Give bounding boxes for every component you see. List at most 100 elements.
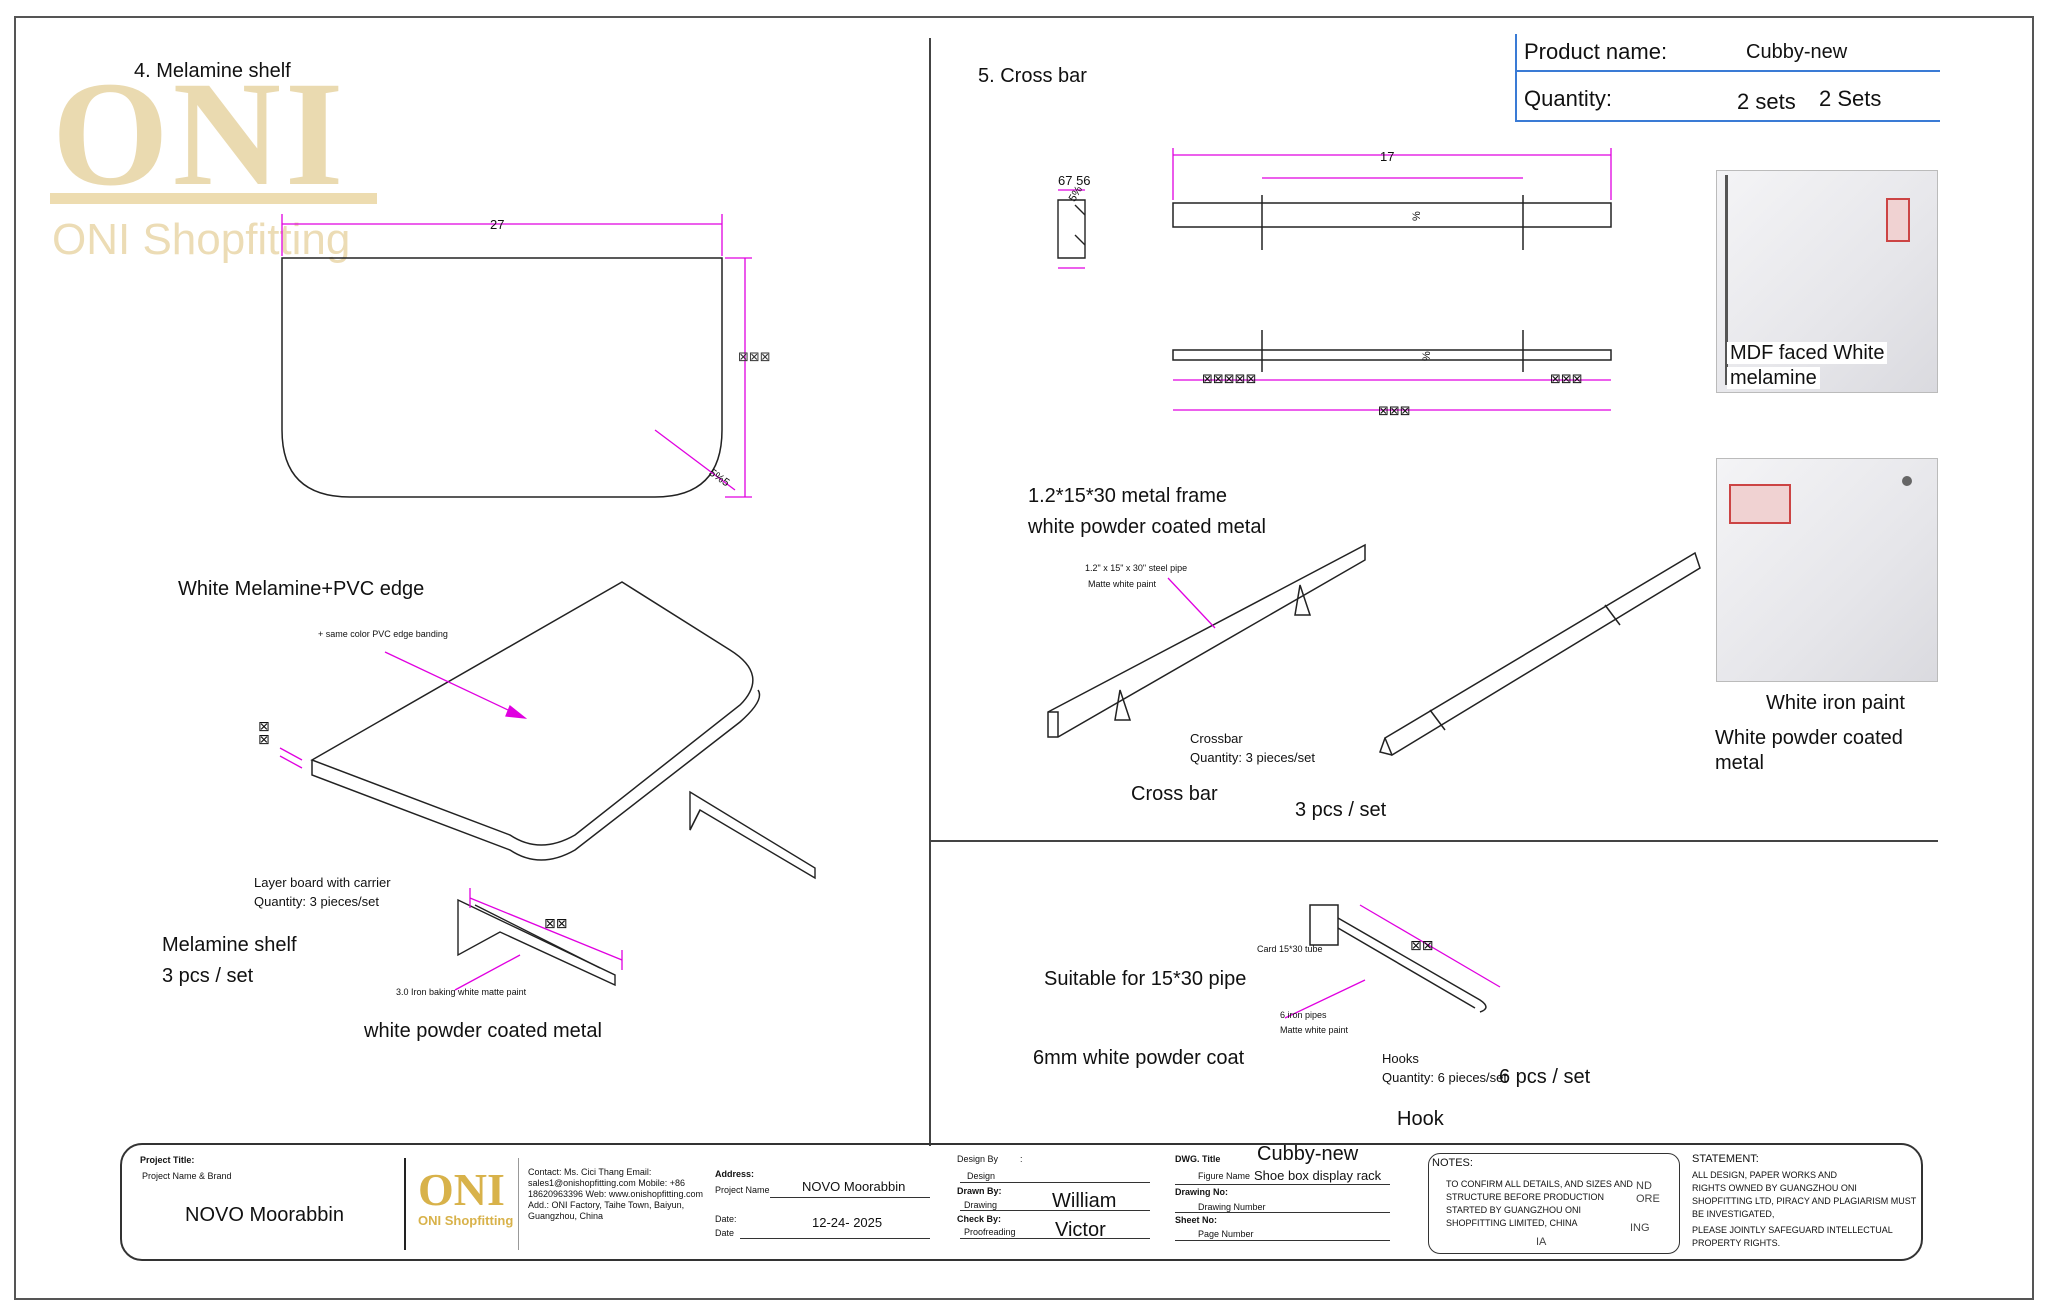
hook-qty: 6 pcs / set xyxy=(1499,1066,1591,1088)
card-tube-label: Card 15*30 tube xyxy=(1257,944,1323,954)
frame-spec: 1.2*15*30 metal frame xyxy=(1028,485,1228,507)
crossbar-qty: 3 pcs / set xyxy=(1295,799,1387,821)
drawing-number-label: Drawing Number xyxy=(1198,1202,1266,1212)
design-by-label: Design By xyxy=(957,1154,999,1164)
iron-pipes-2: Matte white paint xyxy=(1280,1025,1349,1035)
crossbar-profile xyxy=(1057,199,1086,259)
project-name-field-value: NOVO Moorabbin xyxy=(802,1179,906,1194)
title-block-divider-2 xyxy=(518,1158,519,1250)
photo-iron-finish-1: White powder coated xyxy=(1715,727,1903,749)
notes-ghost-3: ING xyxy=(1630,1222,1650,1234)
figure-name-value: Shoe box display rack xyxy=(1254,1168,1382,1183)
drawn-underline xyxy=(960,1210,1150,1211)
statement-line-1: ALL DESIGN, PAPER WORKS AND xyxy=(1692,1170,1838,1180)
check-by-label: Check By: xyxy=(957,1214,1002,1224)
dim-crossbar-pct-1: % xyxy=(1410,211,1423,221)
edge-callout-line xyxy=(279,651,528,769)
hooks-caption-1: Hooks xyxy=(1382,1051,1419,1066)
notes-line-3: STARTED BY GUANGZHOU ONI xyxy=(1446,1205,1582,1215)
crossbar-isometric-right xyxy=(1379,551,1701,757)
statement-line-5: PLEASE JOINTLY SAFEGUARD INTELLECTUAL xyxy=(1692,1225,1893,1235)
quantity-value-2: 2 Sets xyxy=(1819,86,1882,111)
dim-crossbar-b: ⊠⊠⊠ xyxy=(1550,371,1583,386)
hook-name: Hook xyxy=(1397,1108,1444,1130)
checked-by-value: Victor xyxy=(1055,1219,1106,1241)
statement-line-4: BE INVESTIGATED, xyxy=(1692,1209,1775,1219)
project-title-label: Project Title: xyxy=(140,1155,195,1165)
photo-mdf-edge xyxy=(1725,175,1728,385)
dim-crossbar-a: ⊠⊠⊠⊠⊠ xyxy=(1202,371,1257,386)
photo-iron-finish-2: metal xyxy=(1715,752,1764,774)
bracket-drawing-upper xyxy=(689,790,816,880)
layer-caption-1: Layer board with carrier xyxy=(254,875,391,890)
page-number-label: Page Number xyxy=(1198,1229,1254,1239)
project-name: NOVO Moorabbin xyxy=(185,1204,344,1226)
sheet-no-label: Sheet No: xyxy=(1175,1215,1218,1225)
dwg-title-value: Cubby-new xyxy=(1257,1143,1359,1165)
suitable-pipe: Suitable for 15*30 pipe xyxy=(1044,968,1247,990)
statement-line-3: SHOPFITTING LTD, PIRACY AND PLAGIARISM M… xyxy=(1692,1196,1917,1206)
drawing-no-underline xyxy=(1175,1212,1390,1213)
shelf-dimension-lines xyxy=(281,214,752,498)
crossbar-name: Cross bar xyxy=(1131,783,1218,805)
photo-iron-label: White iron paint xyxy=(1766,692,1905,714)
bracket-drawing-lower xyxy=(457,898,616,987)
crossbar-front-view xyxy=(1172,195,1612,372)
edge-banding-callout: + same color PVC edge banding xyxy=(318,629,448,639)
photo-iron-hole xyxy=(1902,476,1912,486)
photo-iron-tag xyxy=(1729,484,1791,524)
design-label: Design xyxy=(967,1171,996,1181)
hook-dimension xyxy=(1284,904,1501,1019)
photo-mdf-tag xyxy=(1886,198,1910,242)
drawn-by-label: Drawn By: xyxy=(957,1186,1002,1196)
sheet-underline xyxy=(1175,1240,1390,1241)
hook-dim: ⊠⊠ xyxy=(1410,937,1434,953)
title-block-logo: ONI xyxy=(418,1164,505,1215)
notes-ghost-1: ND xyxy=(1636,1180,1652,1192)
figure-underline xyxy=(1175,1184,1390,1185)
notes-box xyxy=(1428,1153,1680,1254)
crossbar-isometric-left xyxy=(1047,543,1366,738)
bracket-dimension xyxy=(454,888,623,991)
contact-line-3: 18620963396 Web: www.onishopfitting.com xyxy=(528,1189,703,1199)
pipe-callout-2: Matte white paint xyxy=(1088,579,1157,589)
notes-line-1: TO CONFIRM ALL DETAILS, AND SIZES AND xyxy=(1446,1179,1633,1189)
contact-line-2: sales1@onishopfitting.com Mobile: +86 xyxy=(528,1178,685,1188)
dim-crossbar-c: ⊠⊠⊠ xyxy=(1378,403,1411,418)
hooks-caption-2: Quantity: 6 pieces/set xyxy=(1382,1070,1508,1085)
iron-pipes-1: 6 iron pipes xyxy=(1280,1010,1327,1020)
notes-label: NOTES: xyxy=(1432,1157,1473,1169)
pipe-callout-line xyxy=(1167,577,1216,629)
date-label-1: Date: xyxy=(715,1214,737,1224)
material-label: White Melamine+PVC edge xyxy=(178,578,425,600)
statement-line-6: PROPERTY RIGHTS. xyxy=(1692,1238,1781,1248)
bracket-dim: ⊠⊠ xyxy=(544,915,568,931)
title-block-divider-1 xyxy=(404,1158,406,1250)
drawing-frame xyxy=(14,16,2034,1300)
address-label: Address: xyxy=(715,1169,755,1179)
dim-thickness: ⊠ ⊠ xyxy=(258,718,270,748)
quantity-label: Quantity: xyxy=(1524,86,1613,111)
dim-height: ⊠⊠⊠ xyxy=(738,349,771,364)
dim-crossbar-pct-2: % xyxy=(1420,351,1433,361)
product-name-label: Product name: xyxy=(1524,39,1668,64)
dwg-title-label: DWG. Title xyxy=(1175,1154,1221,1164)
project-name-field-label: Project Name xyxy=(715,1185,770,1195)
watermark-bar xyxy=(50,193,377,204)
figure-name-label: Figure Name xyxy=(1198,1171,1251,1181)
contact-line-5: Guangzhou, China xyxy=(528,1211,604,1221)
notes-ghost-2: ORE xyxy=(1636,1193,1660,1205)
dim-crossbar-length: 17 xyxy=(1380,149,1395,164)
melamine-shelf-name: Melamine shelf xyxy=(162,934,297,956)
shelf-top-view xyxy=(281,257,723,498)
photo-mdf-label-1: MDF faced White xyxy=(1727,342,1888,364)
proofreading-label: Proofreading xyxy=(964,1227,1016,1237)
section-title-melamine: 4. Melamine shelf xyxy=(134,60,291,82)
dim-crossbar-detail: 67 56 xyxy=(1058,173,1091,188)
horizontal-divider xyxy=(930,840,1938,842)
watermark-subtitle: ONI Shopfitting xyxy=(52,215,351,264)
crossbar-caption-1: Crossbar xyxy=(1190,731,1243,746)
crossbar-dimension-lines xyxy=(1058,148,1612,411)
section-title-crossbar: 5. Cross bar xyxy=(978,65,1087,87)
